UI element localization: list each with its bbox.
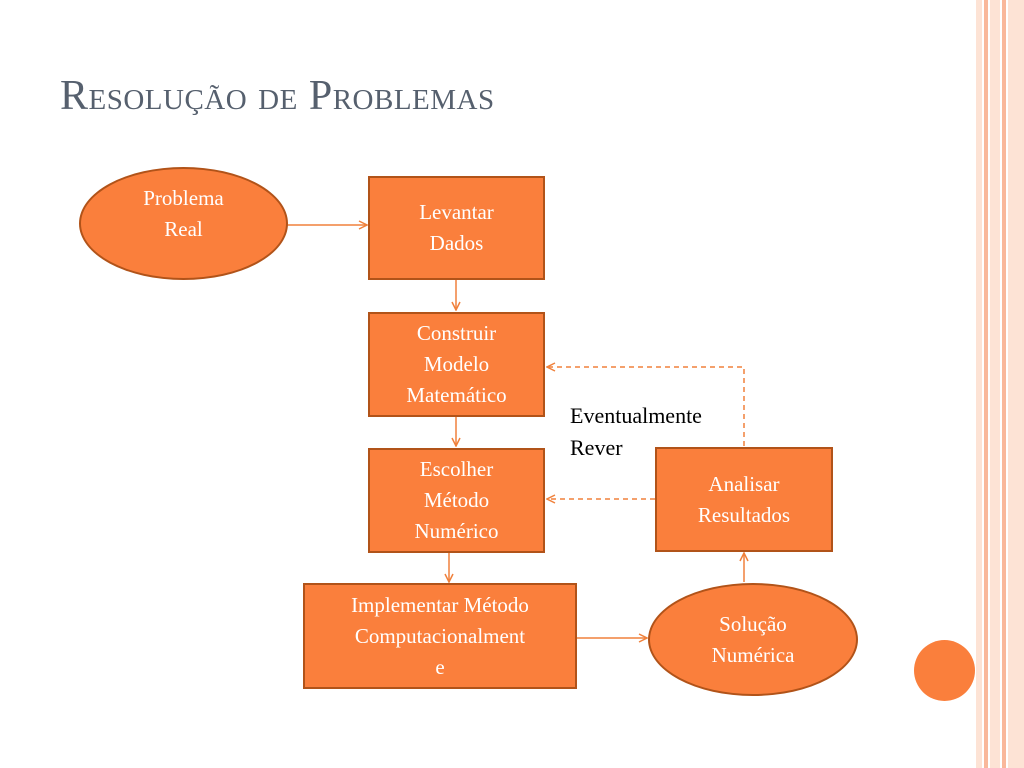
node-analisar-resultados: Analisar Resultados <box>655 447 833 552</box>
node-label: Implementar Método Computacionalment e <box>351 592 529 679</box>
decorative-stripe <box>1008 0 1024 768</box>
decorative-circle <box>914 640 975 701</box>
node-label: Construir Modelo Matemático <box>406 321 507 407</box>
node-levantar-dados: Levantar Dados <box>368 176 545 280</box>
node-label: Escolher Método Numérico <box>414 457 499 543</box>
decorative-stripe <box>976 0 982 768</box>
node-label: Problema Real <box>143 185 224 241</box>
node-construir-modelo: Construir Modelo Matemático <box>368 312 545 417</box>
node-escolher-metodo: Escolher Método Numérico <box>368 448 545 553</box>
decorative-stripe <box>1002 0 1006 768</box>
dashed-arrow-rever-modelo <box>547 367 745 446</box>
node-label: Solução Numérica <box>711 611 795 667</box>
rever-note: Eventualmente Rever <box>570 403 702 460</box>
node-solucao-numerica: Solução Numérica <box>648 583 858 696</box>
node-problema-real: Problema Real <box>79 167 288 280</box>
decorative-stripe <box>984 0 988 768</box>
decorative-stripe <box>990 0 1000 768</box>
node-label: Levantar Dados <box>419 200 494 255</box>
slide-title: Resolução de Problemas <box>60 73 495 119</box>
node-implementar-metodo: Implementar Método Computacionalment e <box>303 583 577 689</box>
node-label: Analisar Resultados <box>697 471 791 527</box>
